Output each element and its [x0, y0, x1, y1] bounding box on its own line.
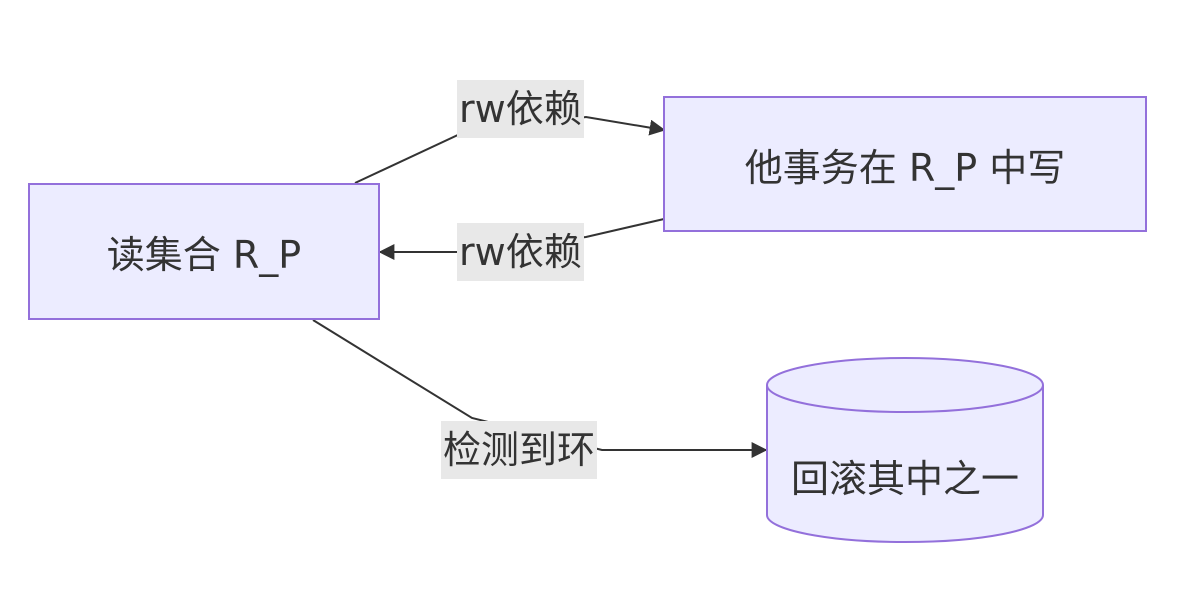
edge-label-rw-in: rw依赖 [457, 223, 584, 281]
node-rollback: 回滚其中之一 [767, 420, 1043, 530]
node-read-set: 读集合 R_P [28, 183, 380, 320]
edge-label-cycle: 检测到环 [441, 421, 598, 479]
node-rollback-cylinder [766, 357, 1044, 543]
node-rollback-label: 回滚其中之一 [790, 456, 1019, 501]
node-other-txn-label: 他事务在 R_P 中写 [744, 145, 1066, 190]
node-read-set-label: 读集合 R_P [106, 233, 302, 277]
node-other-txn: 他事务在 R_P 中写 [663, 96, 1147, 232]
edge-label-rw-out: rw依赖 [457, 80, 584, 138]
